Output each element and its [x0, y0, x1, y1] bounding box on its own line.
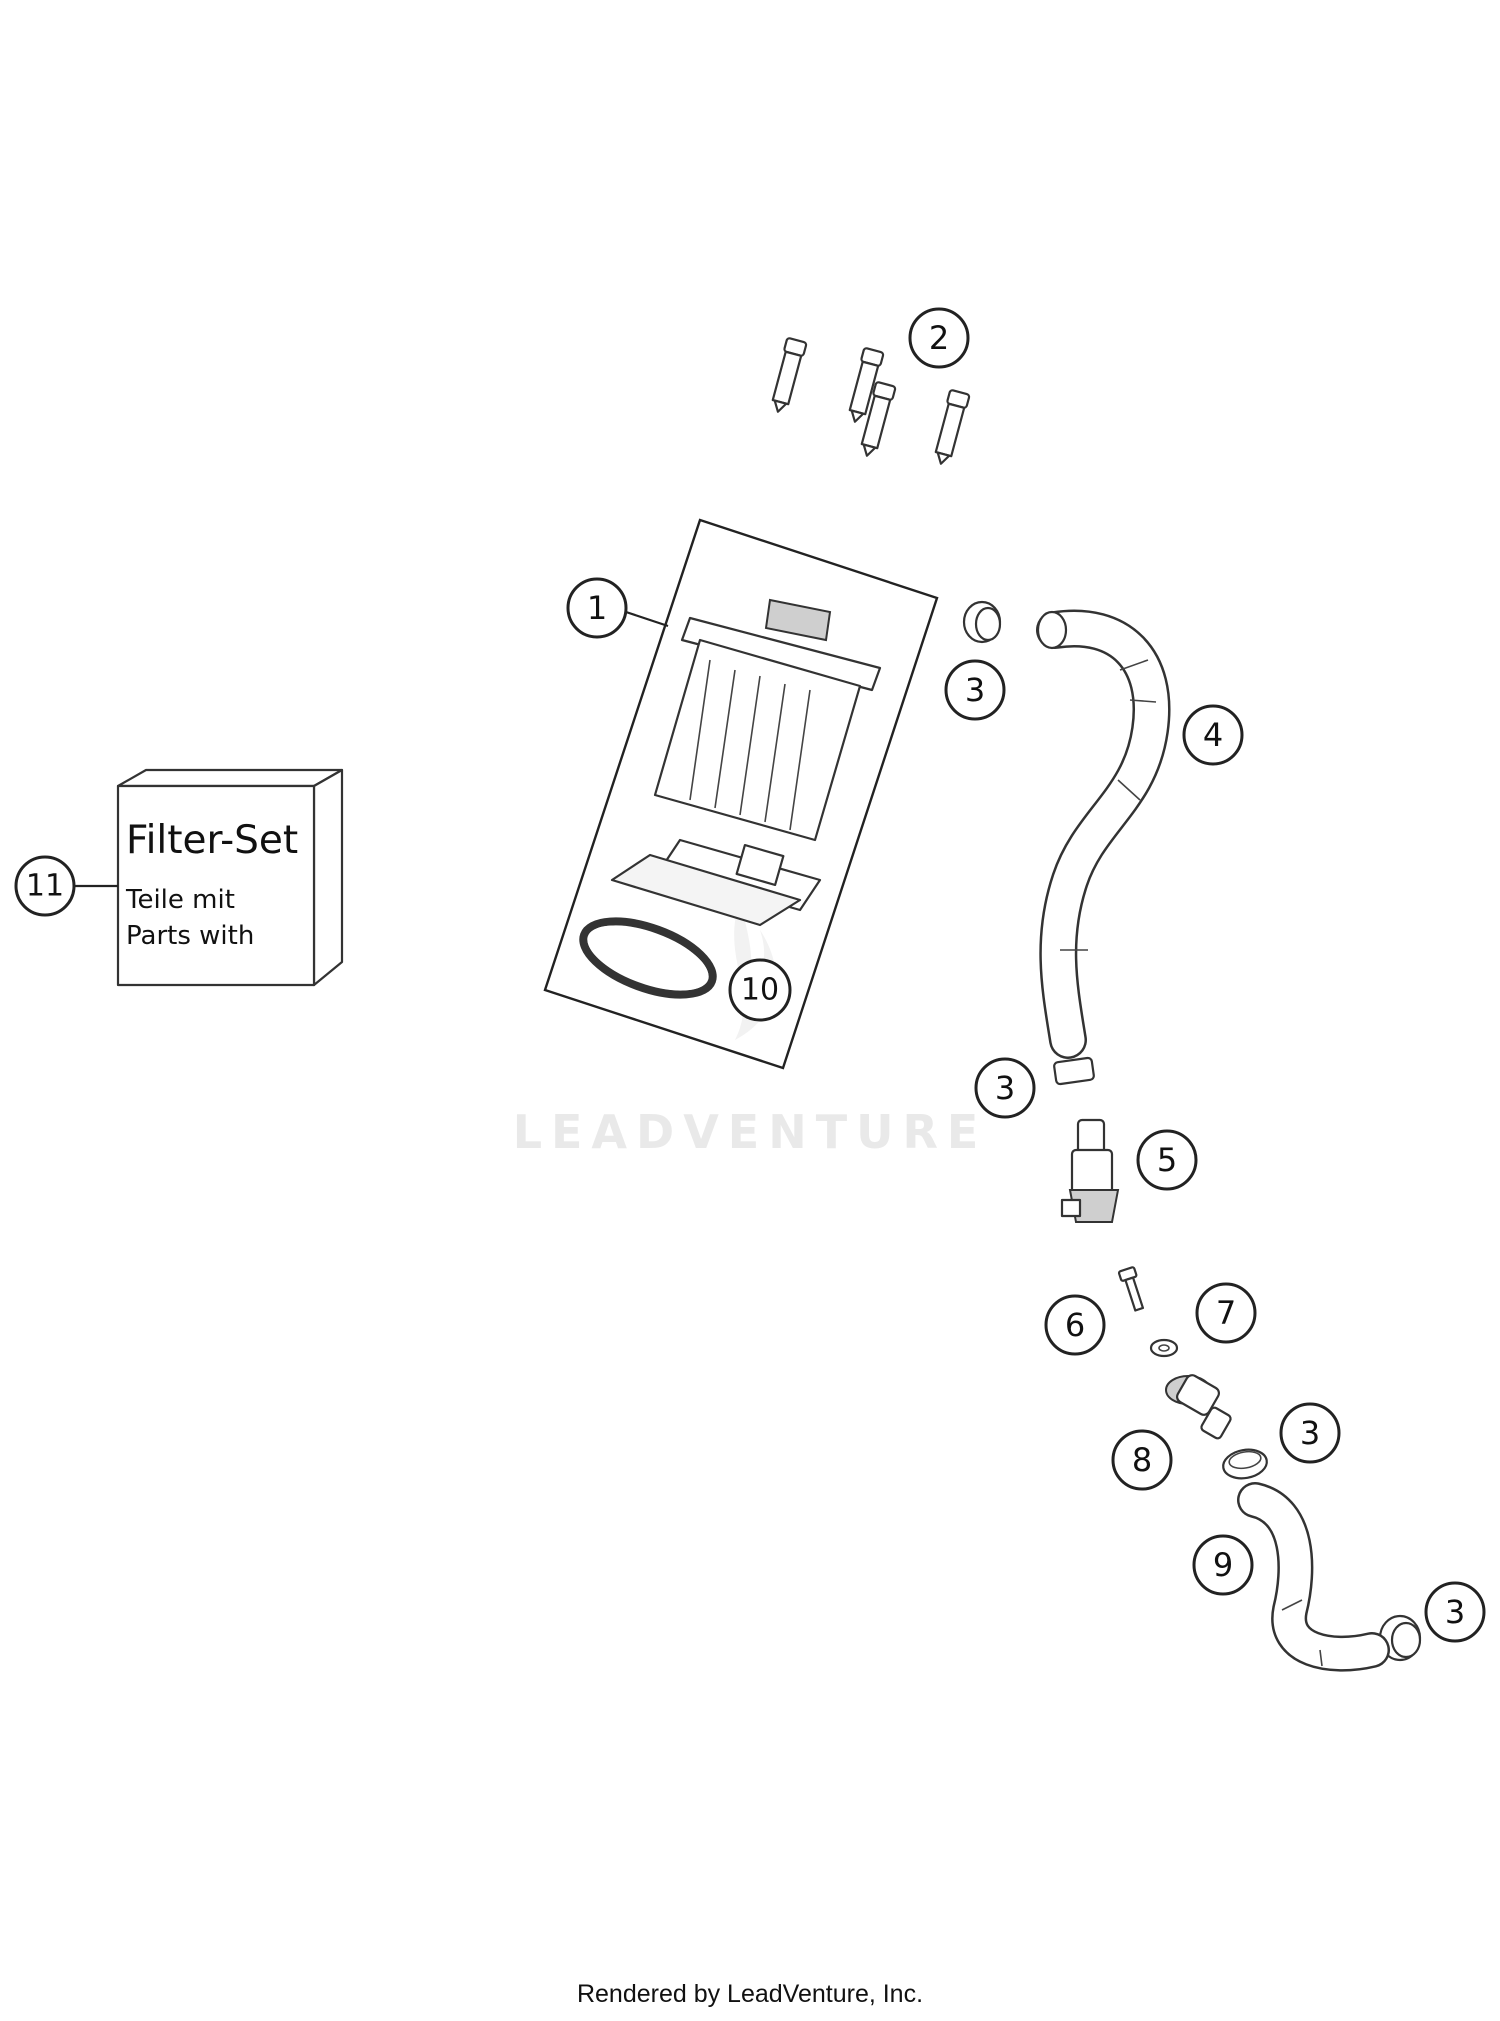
part-3-clamp-b: [1053, 1056, 1095, 1086]
svg-text:3: 3: [995, 1069, 1015, 1107]
callout-3b: 3: [974, 1057, 1036, 1119]
part-4-hose: [1036, 609, 1171, 1059]
callout-3d: 3: [1424, 1581, 1486, 1643]
part-9-hose: [1237, 1482, 1390, 1672]
svg-text:9: 9: [1213, 1546, 1233, 1584]
part-5-connector: [1060, 1118, 1120, 1223]
svg-text:8: 8: [1132, 1441, 1152, 1479]
callout-3a: 3: [944, 659, 1006, 721]
filter-box-line1: Teile mit: [125, 885, 235, 915]
callout-3c: 3: [1279, 1402, 1341, 1464]
svg-text:3: 3: [1445, 1593, 1465, 1631]
svg-text:3: 3: [965, 671, 985, 709]
part-6-screw: [1117, 1266, 1145, 1312]
svg-text:3: 3: [1300, 1414, 1320, 1452]
svg-text:5: 5: [1157, 1141, 1177, 1179]
svg-text:6: 6: [1065, 1306, 1085, 1344]
watermark-text: LEADVENTURE: [513, 1105, 988, 1159]
callout-4: 4: [1182, 704, 1244, 766]
part-3-clamp-c: [1222, 1448, 1268, 1480]
filter-box-line2: Parts with: [126, 921, 254, 951]
callout-10: 10: [728, 958, 792, 1022]
callout-8: 8: [1111, 1429, 1173, 1491]
leader-lines: [72, 610, 669, 888]
part-3-clamp-a: [962, 600, 1002, 644]
pump-assembly-frame: [543, 518, 939, 1070]
part-11-filter-set-box: Filter-Set Teile mit Parts with: [116, 768, 344, 987]
callout-5: 5: [1136, 1129, 1198, 1191]
part-1-fuel-pump: [610, 598, 882, 927]
svg-text:1: 1: [587, 589, 607, 627]
part-10-seal-ring: [579, 917, 717, 999]
callout-2: 2: [908, 307, 970, 369]
callout-9: 9: [1192, 1534, 1254, 1596]
part-2-screws: [771, 337, 971, 465]
part-8-valve-fitting: [1165, 1374, 1232, 1440]
svg-text:2: 2: [929, 319, 949, 357]
svg-text:11: 11: [26, 869, 64, 904]
part-3-clamp-d: [1378, 1614, 1422, 1662]
filter-box-title: Filter-Set: [126, 818, 298, 863]
callout-6: 6: [1044, 1294, 1106, 1356]
svg-text:4: 4: [1203, 716, 1223, 754]
callout-7: 7: [1195, 1282, 1257, 1344]
svg-text:7: 7: [1216, 1294, 1236, 1332]
svg-text:10: 10: [741, 973, 779, 1008]
callout-11: 11: [14, 855, 76, 917]
callout-1: 1: [566, 577, 628, 639]
footer-credit: Rendered by LeadVenture, Inc.: [576, 1980, 924, 2008]
part-7-washer: [1149, 1338, 1179, 1358]
